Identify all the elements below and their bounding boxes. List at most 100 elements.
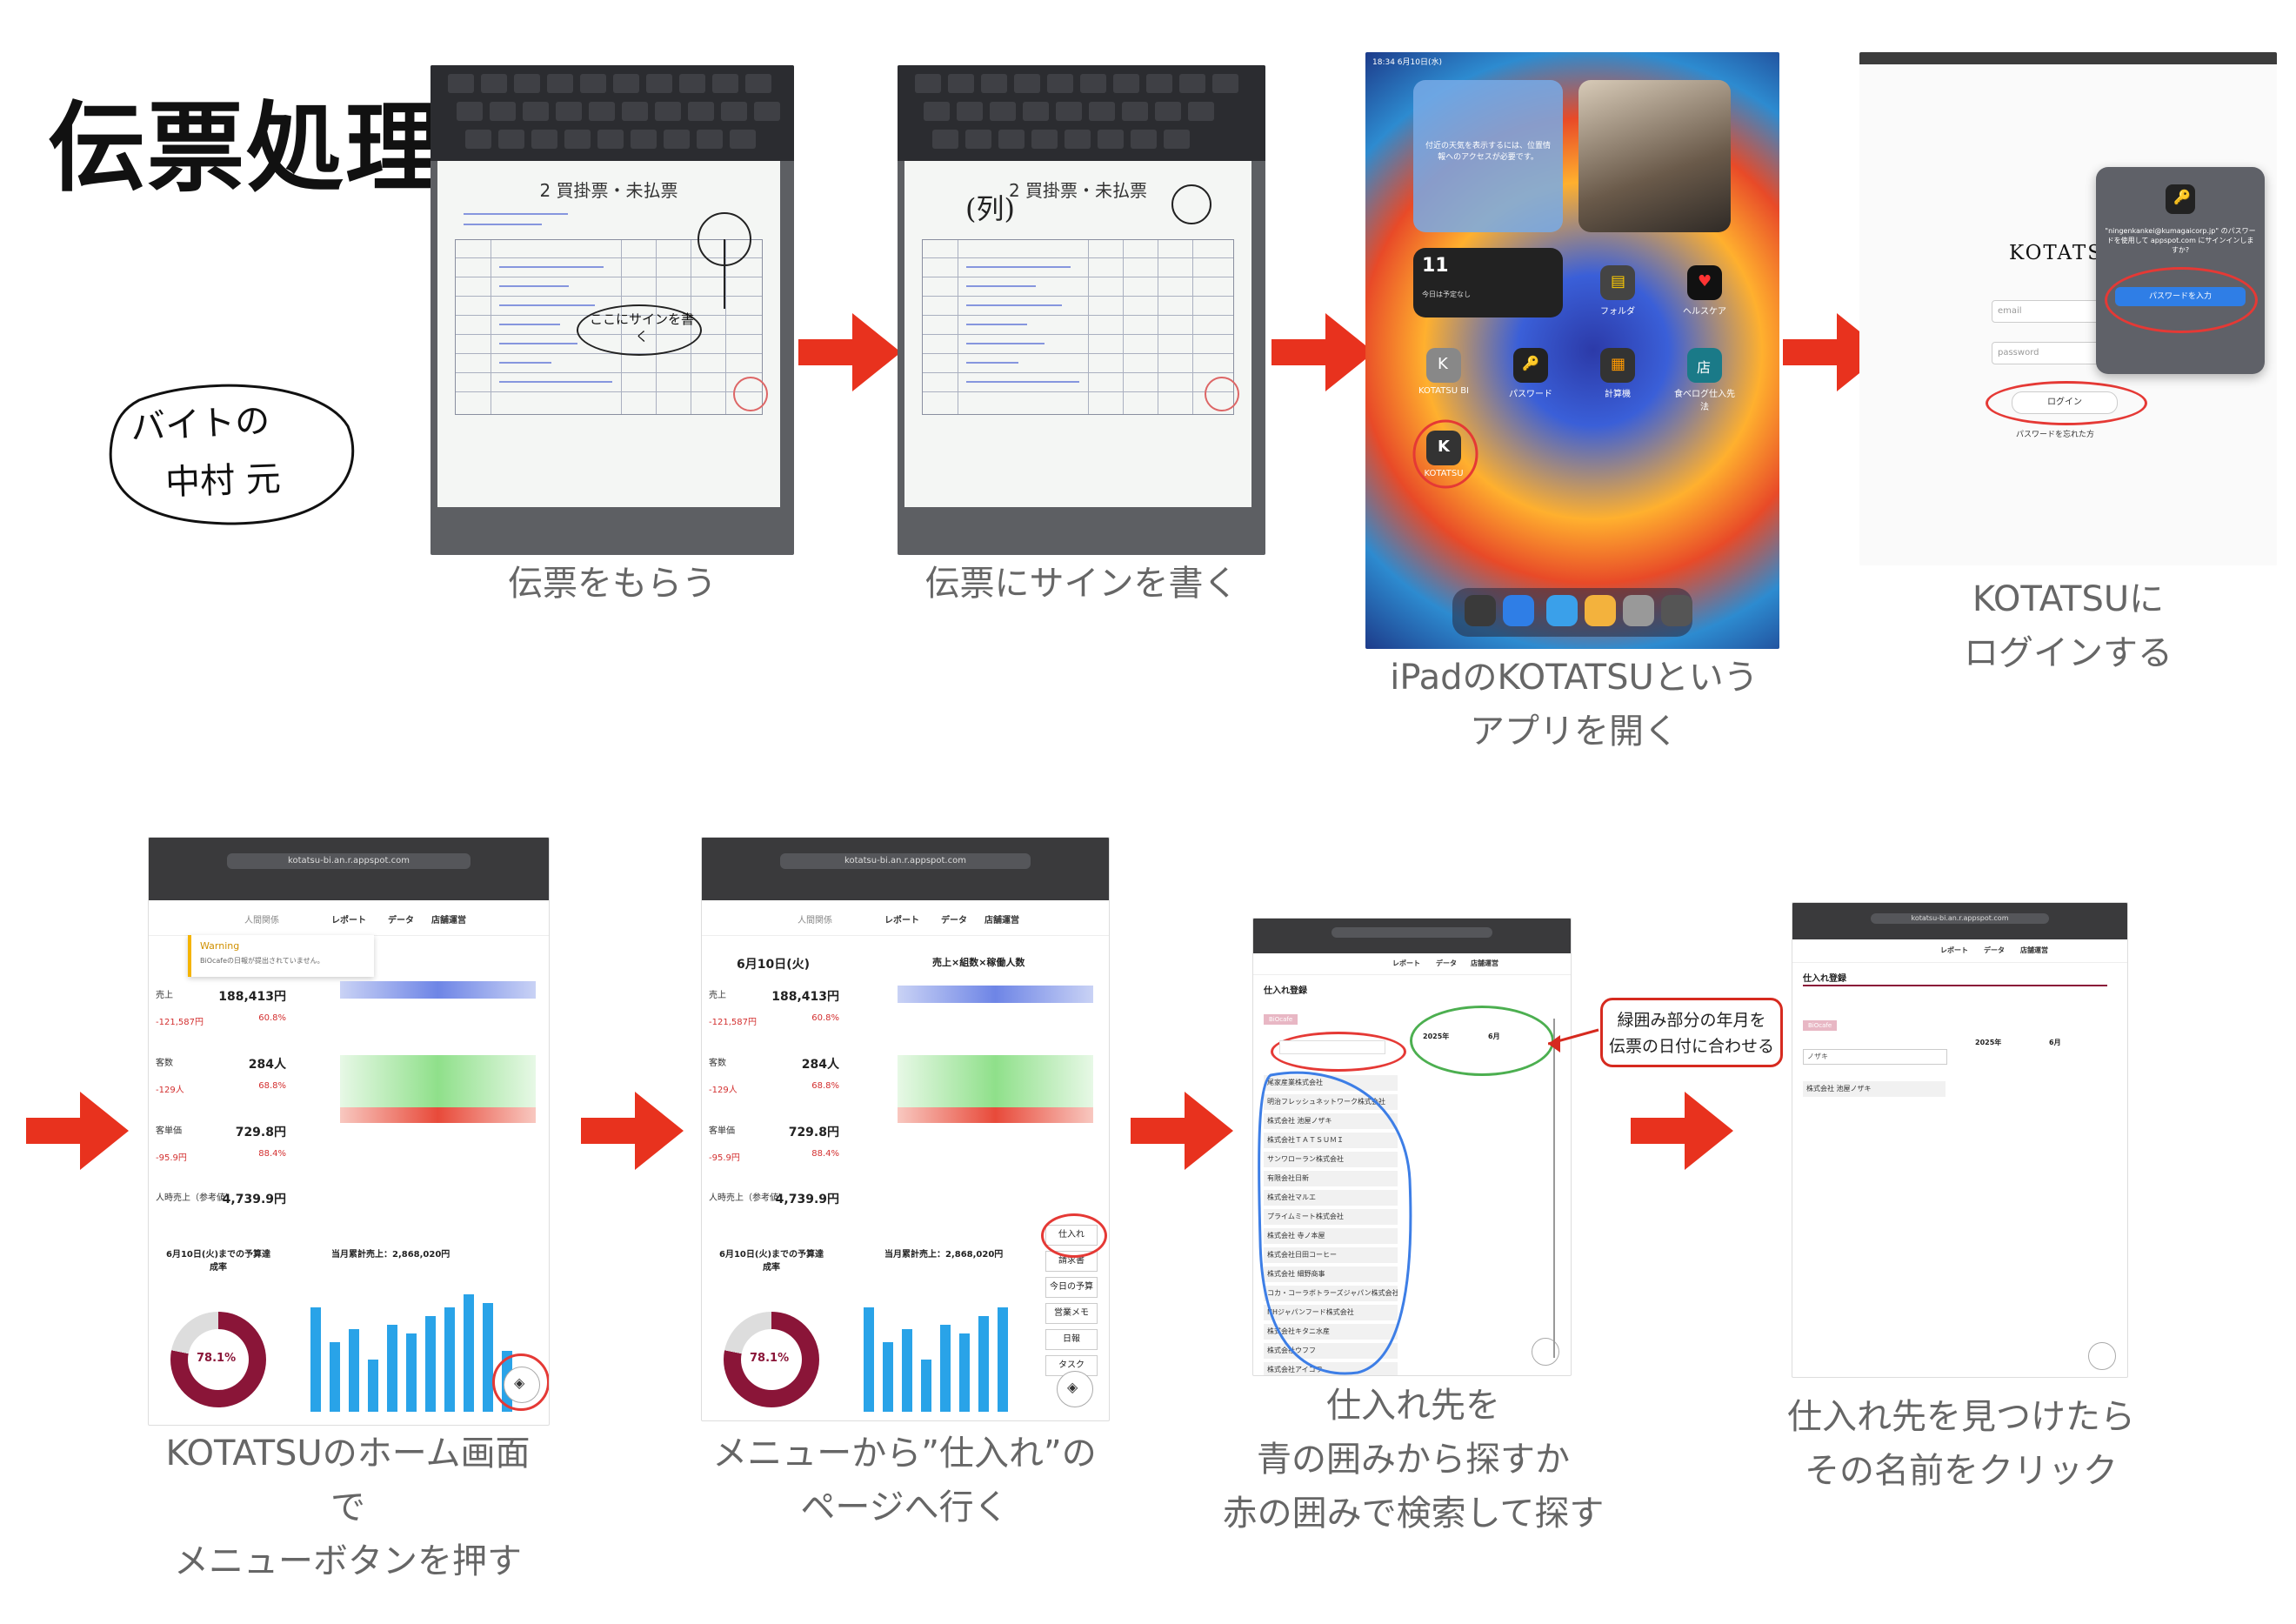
calculator-app-icon[interactable]: ▦ <box>1600 348 1635 383</box>
vendor-item[interactable]: 株式会社 細野商事 <box>1264 1266 1398 1282</box>
login-screenshot: KOTATSU email password ログイン パスワードを忘れた方 🔑… <box>1859 52 2277 565</box>
caption-step-7: 仕入れ先を青の囲みから探すか赤の囲みで検索して探す <box>1222 1386 1605 1534</box>
vendor-item[interactable]: 有限会社日新 <box>1264 1171 1398 1186</box>
menu-button[interactable] <box>1532 1338 1559 1366</box>
arrow-right-icon <box>1131 1092 1233 1170</box>
voucher-paper: 2 買掛票・未払票 ここにサインを書く <box>437 161 780 507</box>
report-date: 6月10日(火) <box>737 958 811 972</box>
caption-step-6: メニューから”仕入れ”のページへ行く <box>712 1434 1097 1527</box>
arrow-right-icon <box>798 313 901 391</box>
vendor-item[interactable]: 株式会社 寺ノ本屋 <box>1264 1228 1398 1244</box>
weather-widget-text: 付近の天気を表示するには、位置情報へのアクセスが必要です。 <box>1425 142 1552 162</box>
kotatsu-app-icon[interactable]: K <box>1426 431 1461 465</box>
nav-data[interactable]: データ <box>388 916 414 926</box>
tab-bar <box>1859 52 2277 64</box>
kotatsu-menu-screenshot: kotatsu-bi.an.r.appspot.com 人間関係 レポート デー… <box>701 837 1110 1421</box>
caption-step-3: iPadのKOTATSUというアプリを開く <box>1390 658 1759 752</box>
key-icon: 🔑 <box>2166 184 2195 214</box>
tabelog-app-icon[interactable]: 店 <box>1687 348 1722 383</box>
vendor-item[interactable]: 株式会社 池屋ノザキ <box>1264 1113 1398 1129</box>
arrow-right-icon <box>26 1092 129 1170</box>
nav-report[interactable]: レポート <box>884 916 919 926</box>
menu-item-memo[interactable]: 営業メモ <box>1045 1303 1098 1324</box>
arrow-right-icon <box>581 1092 684 1170</box>
dock <box>1452 588 1692 637</box>
vendor-item[interactable]: 株式会社キタニ水産 <box>1264 1324 1398 1340</box>
note-callout: 緑囲み部分の年月を伝票の日付に合わせる <box>1600 998 1783 1067</box>
nav-data[interactable]: データ <box>1436 959 1457 967</box>
menu-item-budget[interactable]: 今日の予算 <box>1045 1277 1098 1298</box>
vendor-item[interactable]: 株式会社マルエ <box>1264 1190 1398 1206</box>
vendor-result-item[interactable]: 株式会社 池屋ノザキ <box>1803 1081 1946 1097</box>
app-nav: 人間関係 レポート データ 店舗運営 <box>149 900 549 936</box>
store-tag[interactable]: BiOcafe <box>1803 1020 1838 1031</box>
vendor-search-input[interactable] <box>1279 1040 1385 1054</box>
app-label: フォルダ <box>1600 307 1635 317</box>
page-title: 伝票処理 <box>48 92 444 205</box>
vendor-item[interactable]: NHジャパンフード株式会社 <box>1264 1305 1398 1320</box>
menu-button[interactable]: ◈ <box>1057 1371 1093 1407</box>
calendar-widget[interactable]: 11 今日は予定なし <box>1413 248 1563 317</box>
password-popup: 🔑 "ningenkankei@kumagaicorp.jp" のパスワードを使… <box>2096 167 2265 374</box>
app-label: ヘルスケア <box>1683 307 1726 317</box>
month-select[interactable]: 6月 <box>2049 1039 2061 1046</box>
nav-store-ops[interactable]: 店舗運営 <box>984 916 1019 926</box>
store-tag[interactable]: BiOcafe <box>1264 1014 1298 1025</box>
month-total: 当月累計売上：2,868,020円 <box>331 1250 451 1260</box>
app-label: KOTATSU <box>1424 469 1464 478</box>
purchase-search-screenshot: kotatsu-bi.an.r.appspot.com レポート データ 店舗運… <box>1792 902 2128 1378</box>
forgot-password-link[interactable]: パスワードを忘れた方 <box>2016 431 2095 439</box>
vendor-item[interactable]: プライムミート株式会社 <box>1264 1209 1398 1225</box>
voucher-photo-1: 2 買掛票・未払票 ここにサインを書く <box>430 65 794 555</box>
nav-report[interactable]: レポート <box>331 916 366 926</box>
metric-hourly: 人時売上（参考値）4,739.9円 <box>156 1193 286 1206</box>
handwritten-line-1: バイトの <box>130 400 271 449</box>
vendor-item[interactable]: 明治フレッシュネットワーク株式会社 <box>1264 1094 1398 1110</box>
vendor-item[interactable]: 株式会社ＴＡＴＳＵＭＩ <box>1264 1133 1398 1148</box>
nav-store-ops[interactable]: 店舗運営 <box>431 916 466 926</box>
caption-step-2: 伝票にサインを書く <box>924 564 1238 604</box>
vendor-search-input[interactable]: ノザキ <box>1803 1049 1947 1065</box>
sales-bar-chart <box>305 1281 531 1412</box>
kotatsu-home-screenshot: kotatsu-bi.an.r.appspot.com 人間関係 レポート デー… <box>148 837 550 1426</box>
calendar-note: 今日は予定なし <box>1422 291 1471 298</box>
caption-step-4: KOTATSUにログインする <box>1964 579 2173 673</box>
vendor-item[interactable]: サンワローラン株式会社 <box>1264 1152 1398 1167</box>
url-bar[interactable]: kotatsu-bi.an.r.appspot.com <box>780 853 1031 869</box>
passwords-app-icon[interactable]: 🔑 <box>1513 348 1548 383</box>
vendor-item[interactable]: コカ・コーラボトラーズジャパン株式会社 <box>1264 1286 1398 1301</box>
handwritten-note-bubble <box>109 384 355 525</box>
nav-store-ops[interactable]: 店舗運営 <box>1471 959 1498 967</box>
heatmap-title: 売上×組数×稼働人数 <box>932 957 1025 968</box>
sales-bar-chart <box>858 1281 1032 1412</box>
purchase-heading: 仕入れ登録 <box>1803 974 1846 984</box>
nav-store-ops[interactable]: 店舗運営 <box>2020 946 2048 954</box>
heatmap-row <box>340 981 536 999</box>
folder-app-icon[interactable]: ▤ <box>1600 265 1635 300</box>
arrow-right-icon <box>1271 313 1374 391</box>
vendor-item[interactable]: 尾家産業株式会社 <box>1264 1075 1398 1091</box>
kotatsu-bi-app-icon[interactable]: K <box>1426 348 1461 383</box>
nav-data[interactable]: データ <box>941 916 967 926</box>
year-select[interactable]: 2025年 <box>1975 1039 2002 1046</box>
nav-report[interactable]: レポート <box>1392 959 1420 967</box>
menu-item-daily[interactable]: 日報 <box>1045 1329 1098 1350</box>
nav-data[interactable]: データ <box>1984 946 2005 954</box>
nav-report[interactable]: レポート <box>1940 946 1968 954</box>
vendor-item[interactable]: 株式会社アイコワ <box>1264 1362 1398 1375</box>
weather-widget[interactable]: 付近の天気を表示するには、位置情報へのアクセスが必要です。 <box>1413 80 1563 232</box>
vendor-item[interactable]: 株式会社日田コーヒー <box>1264 1247 1398 1263</box>
warning-toast[interactable]: Warning BiOcafeの日報が提出されていません。 <box>188 935 374 977</box>
budget-donut: 78.1% <box>170 1312 266 1407</box>
photo-widget[interactable] <box>1578 80 1731 232</box>
voucher-title: 2 買掛票・未払票 <box>539 180 678 201</box>
caption-step-5: KOTATSUのホーム画面でメニューボタンを押す <box>165 1434 531 1581</box>
health-app-icon[interactable]: ♥ <box>1687 265 1722 300</box>
menu-button[interactable] <box>2088 1342 2116 1370</box>
url-bar[interactable]: kotatsu-bi.an.r.appspot.com <box>227 853 471 869</box>
sign-here-annotation: ここにサインを書く <box>589 311 694 344</box>
green-circle-annotation <box>1410 1006 1554 1076</box>
